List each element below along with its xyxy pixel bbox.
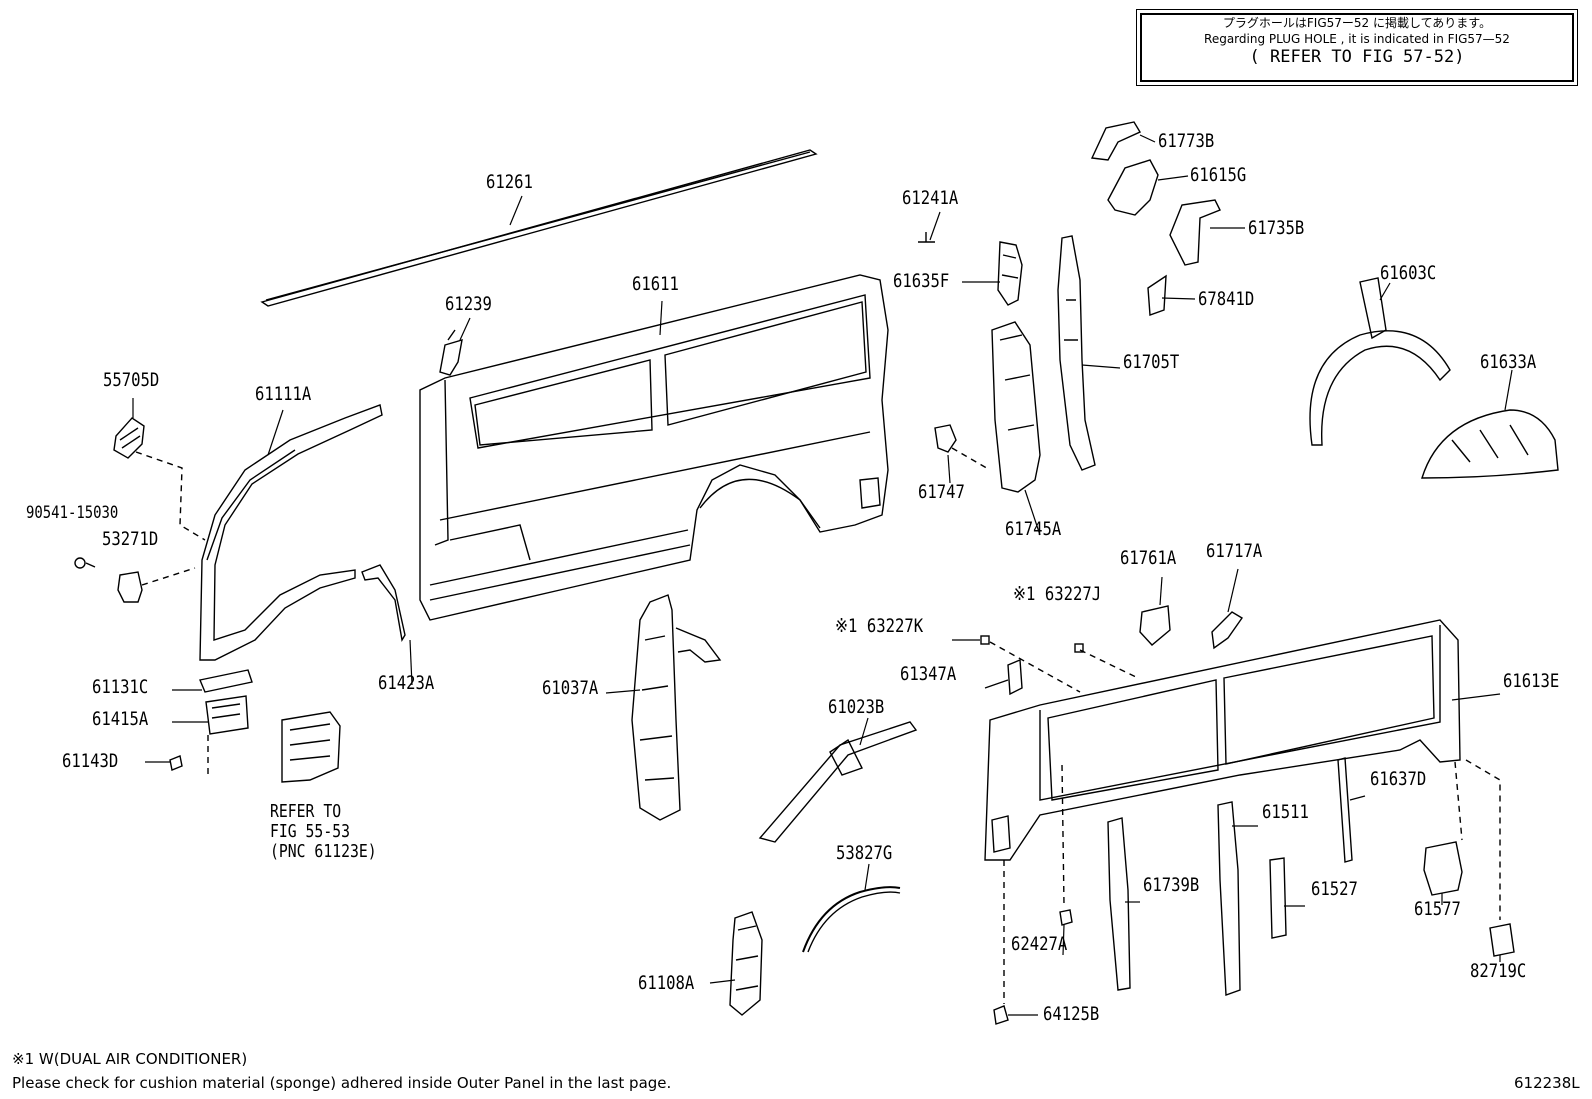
label-67841D: 67841D: [1198, 288, 1255, 310]
notice-japanese: プラグホールはFIG57ー52 に掲載してあります。: [1222, 16, 1492, 30]
part-61747-drawing: [934, 424, 991, 471]
label-53271D: 53271D: [102, 528, 159, 550]
label-61423A: 61423A: [378, 672, 435, 694]
part-61611-drawing: [419, 274, 889, 621]
label-61037A: 61037A: [542, 677, 599, 699]
label-61511: 61511: [1262, 801, 1309, 823]
part-61635F-drawing: [997, 241, 1023, 306]
part-61615G-drawing: [1107, 159, 1159, 216]
part-61239-drawing: [439, 329, 463, 376]
part-61241A-drawing: [918, 232, 935, 243]
part-61347A-drawing: [1007, 658, 1023, 696]
label-61603C: 61603C: [1380, 262, 1437, 284]
label-63227K: ※1 63227K: [835, 615, 924, 637]
part-82719C-drawing: [1465, 759, 1515, 957]
label-61415A: 61415A: [92, 708, 149, 730]
label-61615G: 61615G: [1190, 164, 1247, 186]
label-61761A: 61761A: [1120, 547, 1177, 569]
part-61111A-drawing: [199, 404, 383, 661]
part-61739B-drawing: [1107, 817, 1131, 991]
label-55705D: 55705D: [103, 369, 160, 391]
label-61108A: 61108A: [638, 972, 695, 994]
label-61111A: 61111A: [255, 383, 312, 405]
label-refer-to: REFER TO: [270, 801, 342, 822]
footnote-dual-ac: ※1 W(DUAL AIR CONDITIONER): [12, 1050, 248, 1068]
part-61423A-drawing: [361, 564, 406, 642]
part-64125B-drawing: [993, 860, 1009, 1025]
label-61241A: 61241A: [902, 187, 959, 209]
notice-box: プラグホールはFIG57ー52 に掲載してあります。 Regarding PLU…: [1140, 13, 1574, 82]
label-61635F: 61635F: [893, 270, 950, 292]
part-61705T-drawing: [1057, 235, 1096, 471]
label-61131C: 61131C: [92, 676, 149, 698]
part-53271D-drawing: [74, 557, 196, 603]
part-62427A-drawing: [1059, 764, 1073, 926]
label-82719C: 82719C: [1470, 960, 1527, 982]
label-61347A: 61347A: [900, 663, 957, 685]
label-61527: 61527: [1311, 878, 1358, 900]
part-61613E-drawing: [984, 619, 1461, 861]
part-61761A-drawing: [1139, 605, 1171, 646]
part-53827G-drawing: [802, 886, 901, 953]
label-63227J: ※1 63227J: [1013, 583, 1102, 605]
part-63227-bolts-drawing: [980, 635, 1139, 693]
label-61717A: 61717A: [1206, 540, 1263, 562]
footnote-cushion: Please check for cushion material (spong…: [12, 1074, 672, 1092]
label-64125B: 64125B: [1043, 1003, 1100, 1025]
part-61415A-drawing: [169, 669, 253, 775]
notice-refer: ( REFER TO FIG 57-52): [1249, 47, 1465, 67]
part-61773B-drawing: [1090, 121, 1142, 161]
label-61747: 61747: [918, 481, 965, 503]
part-61603C-drawing: [1309, 277, 1451, 446]
label-61735B: 61735B: [1248, 217, 1305, 239]
label-refer-fig: FIG 55-53: [270, 821, 350, 842]
part-55705D-drawing: [113, 417, 206, 541]
part-61527-drawing: [1269, 857, 1287, 939]
part-61577-drawing: [1423, 761, 1463, 896]
label-61633A: 61633A: [1480, 351, 1537, 373]
notice-english: Regarding PLUG HOLE , it is indicated in…: [1204, 32, 1510, 46]
part-61735B-drawing: [1169, 199, 1221, 266]
label-62427A: 62427A: [1011, 933, 1068, 955]
part-61511-drawing: [1217, 801, 1241, 996]
label-61613E: 61613E: [1503, 670, 1560, 692]
label-refer-pnc: (PNC 61123E): [270, 841, 377, 862]
label-61773B: 61773B: [1158, 130, 1215, 152]
part-67841D-drawing: [1147, 274, 1167, 316]
figure-id: 612238L: [1514, 1074, 1580, 1092]
label-61023B: 61023B: [828, 696, 885, 718]
label-61745A: 61745A: [1005, 518, 1062, 540]
label-61705T: 61705T: [1123, 351, 1180, 373]
label-61637D: 61637D: [1370, 768, 1427, 790]
part-61637D-drawing: [1337, 757, 1353, 863]
label-61239: 61239: [445, 293, 492, 315]
part-61745A-drawing: [991, 321, 1041, 493]
part-61261-drawing: [260, 149, 818, 307]
part-61108A-drawing: [729, 911, 763, 1016]
label-61143D: 61143D: [62, 750, 119, 772]
label-61261: 61261: [486, 171, 533, 193]
part-61633A-drawing: [1421, 409, 1559, 479]
part-61123E-drawing: [281, 711, 341, 783]
label-90541-15030: 90541-15030: [26, 503, 119, 523]
part-61023B-drawing: [758, 721, 918, 843]
label-61577: 61577: [1414, 898, 1461, 920]
label-61739B: 61739B: [1143, 874, 1200, 896]
label-53827G: 53827G: [836, 842, 893, 864]
part-61037A-drawing: [631, 594, 722, 821]
leader-lines: [132, 134, 1513, 1016]
part-61717A-drawing: [1211, 611, 1244, 650]
label-61611: 61611: [632, 273, 679, 295]
